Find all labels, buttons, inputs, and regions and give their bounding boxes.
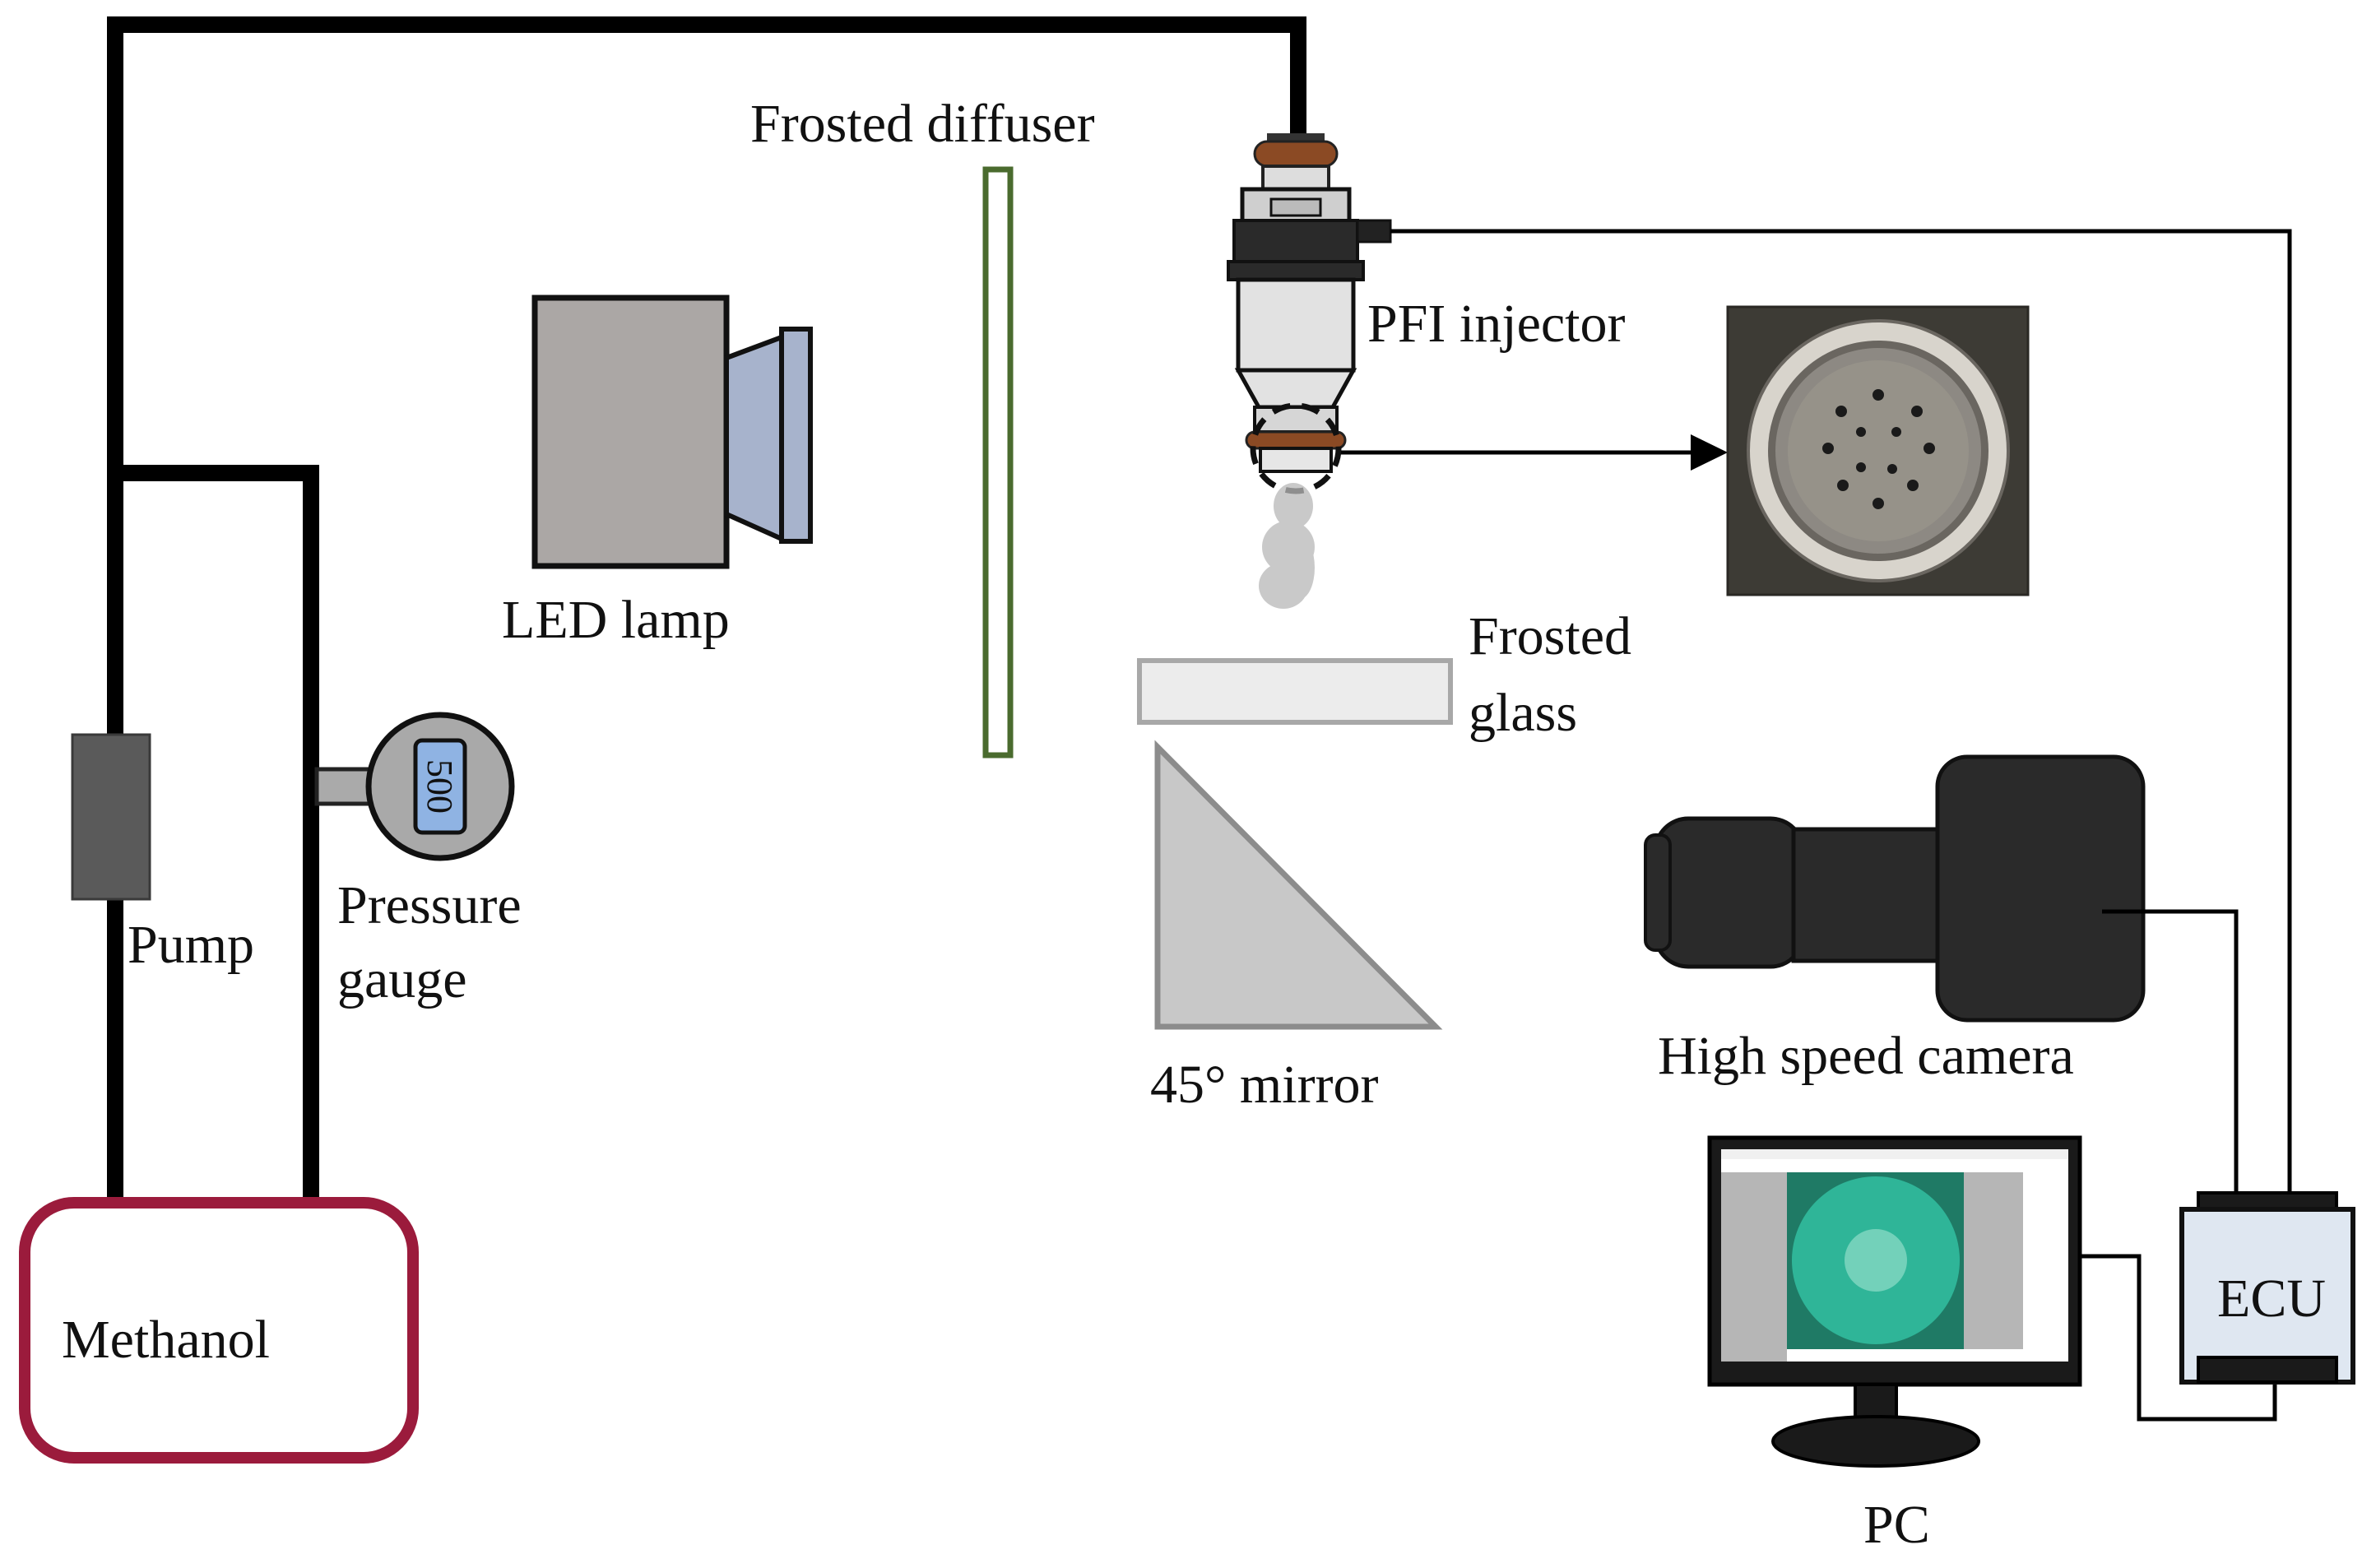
methanol-label: Methanol bbox=[62, 1310, 270, 1370]
frosted-diffuser: Frosted diffuser bbox=[750, 94, 1095, 758]
mirror-label: 45° mirror bbox=[1150, 1055, 1379, 1115]
fuel-return-line bbox=[115, 465, 319, 1205]
pc-monitor: PC bbox=[1707, 1135, 2082, 1555]
injector-signal-line bbox=[1390, 229, 2292, 1193]
frosted-glass-label-line2: glass bbox=[1469, 683, 1577, 743]
frosted-diffuser-label: Frosted diffuser bbox=[750, 94, 1095, 154]
pfi-injector-label: PFI injector bbox=[1367, 294, 1625, 354]
ecu-unit: ECU bbox=[2179, 1191, 2355, 1385]
mirror-45: 45° mirror bbox=[1150, 740, 1443, 1115]
led-lamp-label: LED lamp bbox=[502, 590, 730, 650]
pump: Pump bbox=[71, 733, 254, 975]
high-speed-camera-label: High speed camera bbox=[1658, 1026, 2074, 1086]
nozzle-detail-arrow bbox=[1341, 434, 1728, 471]
pressure-gauge-label-line2: gauge bbox=[337, 949, 467, 1009]
pump-label: Pump bbox=[128, 915, 254, 975]
spray-plume bbox=[1259, 483, 1315, 609]
pressure-gauge: 500 Pressure gauge bbox=[314, 712, 522, 1009]
frosted-glass-label-line1: Frosted bbox=[1469, 606, 1631, 666]
fuel-supply-line bbox=[107, 16, 1306, 1197]
pc-signal-line bbox=[2080, 1254, 2277, 1422]
fuel-lines bbox=[107, 16, 1306, 1205]
led-lamp: LED lamp bbox=[502, 295, 813, 650]
ecu-label: ECU bbox=[2217, 1269, 2326, 1329]
pressure-gauge-label-line1: Pressure bbox=[337, 875, 522, 935]
pc-label: PC bbox=[1863, 1495, 1930, 1555]
gauge-reading: 500 bbox=[420, 759, 460, 814]
camera-signal-line bbox=[2102, 909, 2239, 1193]
nozzle-holes bbox=[1822, 389, 1935, 509]
frosted-glass: Frosted glass bbox=[1137, 606, 1631, 743]
high-speed-camera: High speed camera bbox=[1644, 754, 2146, 1086]
nozzle-detail-photo bbox=[1726, 305, 2030, 596]
methanol-tank: Methanol bbox=[19, 1197, 419, 1464]
pfi-injector: PFI injector bbox=[1227, 133, 1625, 609]
